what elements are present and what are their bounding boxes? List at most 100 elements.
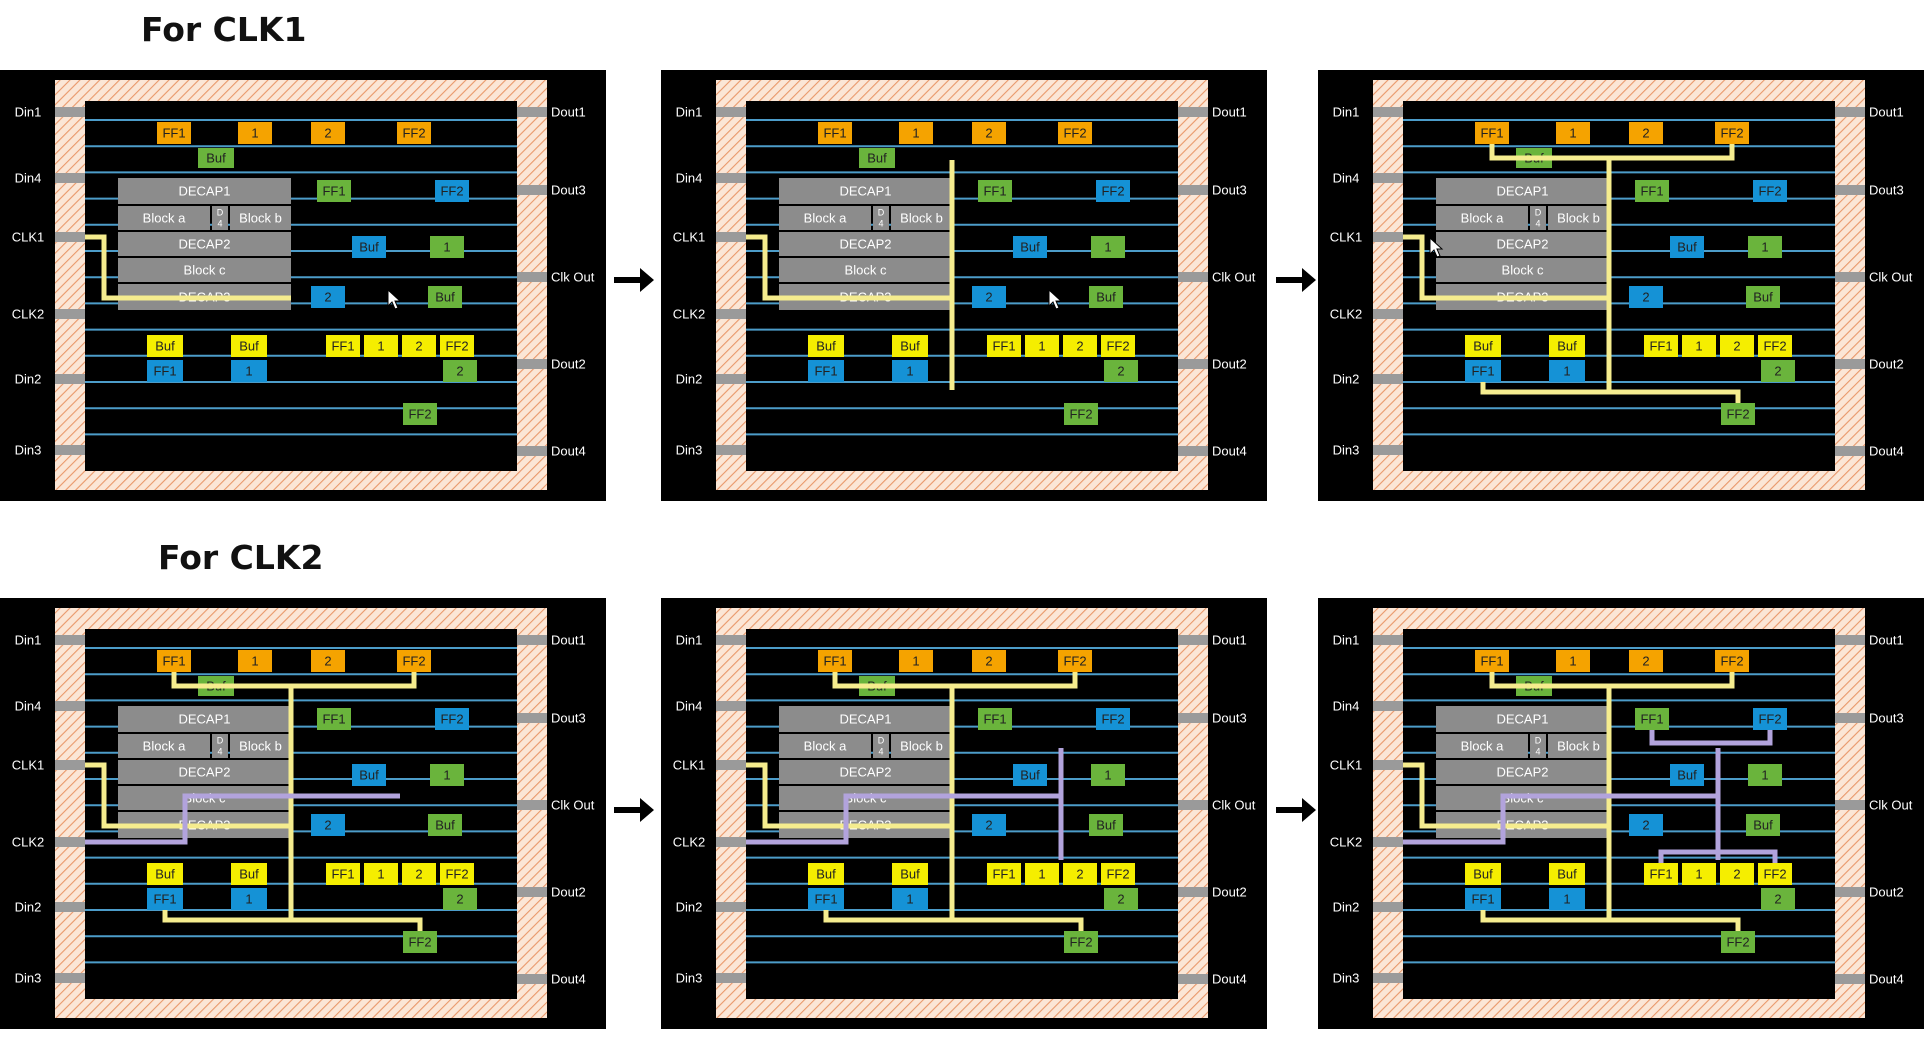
mid-ff1-cell: FF1 — [978, 708, 1012, 730]
mid-stage1-cell: 1 — [1091, 236, 1125, 258]
block-b: Block b — [230, 206, 291, 230]
chain-out-cell-label: 2 — [456, 363, 463, 378]
block-d4-label: D — [1535, 735, 1542, 745]
right-arrow-icon — [1276, 798, 1316, 822]
chain-ff1-cell: FF1 — [1644, 863, 1678, 885]
chain-stage1-cell-label: 1 — [1038, 338, 1045, 353]
mid-ff2-cell-label: FF2 — [1758, 183, 1781, 198]
bottom-ff2-cell-label: FF2 — [1726, 406, 1749, 421]
pin-label-clk-out: Clk Out — [1869, 797, 1913, 812]
block-d4-label: D — [217, 735, 224, 745]
chain-out-cell-label: 2 — [1117, 363, 1124, 378]
chain-out-cell: 2 — [1104, 360, 1138, 382]
pin-pad — [517, 272, 547, 282]
mid-ff2-cell-label: FF2 — [440, 183, 463, 198]
pin-pad — [1178, 974, 1208, 984]
left-ff1-cell-label: FF1 — [153, 891, 176, 906]
mid-ff2-cell-label: FF2 — [440, 711, 463, 726]
pin-pad — [517, 359, 547, 369]
block-c-label: Block c — [184, 262, 226, 277]
pin-pad — [1835, 272, 1865, 282]
top-ff2-cell: FF2 — [1058, 650, 1092, 672]
mid-stage1-cell-label: 1 — [443, 239, 450, 254]
mid-stage1-cell: 1 — [1748, 764, 1782, 786]
pin-label-dout3: Dout3 — [1869, 710, 1904, 725]
left-buf2-cell: Buf — [892, 335, 928, 357]
right-arrow-icon — [614, 798, 654, 822]
clk1-net — [746, 160, 955, 390]
pin-label-din2: Din2 — [676, 371, 703, 386]
right-buf-cell-label: Buf — [1753, 817, 1773, 832]
chain-ff1-cell-label: FF1 — [992, 338, 1015, 353]
mid-buf-cell-label: Buf — [1677, 239, 1697, 254]
pin-label-clk-out: Clk Out — [1869, 269, 1913, 284]
pin-label-din3: Din3 — [676, 970, 703, 985]
pin-label-dout2: Dout2 — [551, 884, 586, 899]
pin-pad — [517, 635, 547, 645]
left-buf2-cell-label: Buf — [239, 866, 259, 881]
mid-ff1-cell-label: FF1 — [983, 711, 1006, 726]
pin-label-dout4: Dout4 — [1869, 971, 1904, 986]
block-b-label: Block b — [239, 210, 282, 225]
block-a: Block a — [1436, 206, 1528, 230]
left-stage1-cell: 1 — [892, 888, 928, 910]
pin-pad — [1178, 185, 1208, 195]
decap2-block: DECAP2 — [1436, 760, 1609, 784]
pin-pad — [517, 446, 547, 456]
left-buf2-cell-label: Buf — [1557, 866, 1577, 881]
clk1-net — [1403, 144, 1741, 403]
decap1-block-label: DECAP1 — [839, 183, 891, 198]
block-a-label: Block a — [1461, 210, 1504, 225]
mid-ff1-cell: FF1 — [317, 180, 351, 202]
chain-ff1-cell-label: FF1 — [1649, 866, 1672, 881]
pin-label-dout1: Dout1 — [1212, 632, 1247, 647]
chain-stage1-cell: 1 — [364, 335, 398, 357]
left-ff1-cell: FF1 — [147, 888, 183, 910]
top-stage1-cell: 1 — [1556, 650, 1590, 672]
pin-pad — [55, 973, 85, 983]
pin-pad — [1835, 974, 1865, 984]
chain-stage1-cell-label: 1 — [377, 866, 384, 881]
top-stage2-cell-label: 2 — [1642, 125, 1649, 140]
block-d4-label: 4 — [217, 218, 222, 228]
left-ff1-cell-label: FF1 — [1471, 891, 1494, 906]
pin-pad — [1373, 973, 1403, 983]
left-buf2-cell-label: Buf — [239, 338, 259, 353]
pin-pad — [1835, 800, 1865, 810]
chain-out-cell: 2 — [1761, 888, 1795, 910]
pin-label-dout4: Dout4 — [551, 971, 586, 986]
top-ff2-cell-label: FF2 — [1720, 653, 1743, 668]
block-a-label: Block a — [1461, 738, 1504, 753]
top-stage2-cell: 2 — [311, 650, 345, 672]
left-ff1-cell: FF1 — [808, 360, 844, 382]
left-stage1-cell: 1 — [1549, 888, 1585, 910]
decap2-block-label: DECAP2 — [178, 236, 230, 251]
top-ff1-cell: FF1 — [157, 650, 191, 672]
section-title-clk1: For CLK1 — [141, 10, 307, 49]
chain-stage2-cell-label: 2 — [415, 338, 422, 353]
pin-label-din4: Din4 — [15, 170, 42, 185]
top-stage2-cell-label: 2 — [1642, 653, 1649, 668]
top-ff1-cell: FF1 — [818, 122, 852, 144]
mid-ff1-cell: FF1 — [317, 708, 351, 730]
bottom-ff2-cell: FF2 — [1721, 403, 1755, 425]
pin-pad — [1373, 635, 1403, 645]
left-buf2-cell-label: Buf — [900, 338, 920, 353]
top-ff1-cell: FF1 — [818, 650, 852, 672]
mid-ff1-cell-label: FF1 — [983, 183, 1006, 198]
pin-label-dout4: Dout4 — [1212, 971, 1247, 986]
pin-label-dout2: Dout2 — [1212, 884, 1247, 899]
left-ff1-cell-label: FF1 — [814, 363, 837, 378]
block-b-label: Block b — [900, 738, 943, 753]
chain-out-cell: 2 — [1104, 888, 1138, 910]
pin-pad — [1835, 887, 1865, 897]
pin-label-din4: Din4 — [1333, 698, 1360, 713]
clk2-net — [1403, 730, 1778, 863]
pin-pad — [517, 713, 547, 723]
chain-stage2-cell: 2 — [1063, 863, 1097, 885]
